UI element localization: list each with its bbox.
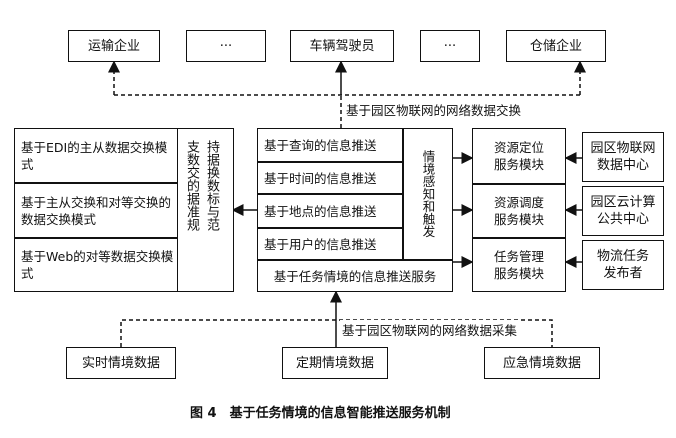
warehouse-enterprise-box: 仓储企业 [506, 30, 606, 62]
network-collect-label: 基于园区物联网的网络数据采集 [340, 320, 520, 339]
park-iot-data-center: 园区物联网数据中心 [582, 132, 664, 182]
push-by-user: 基于用户的信息推送 [257, 228, 403, 260]
vehicle-driver-box: 车辆驾驶员 [290, 30, 394, 62]
transport-enterprise-box: 运输企业 [68, 30, 160, 62]
figure-caption: 图 4 基于任务情境的信息智能推送服务机制 [190, 406, 451, 421]
task-context-push-service: 基于任务情境的信息推送服务 [257, 260, 453, 292]
context-trigger-box: 情境感知和触发 [403, 128, 453, 260]
resource-dispatch-module: 资源调度服务模块 [472, 184, 566, 238]
emergency-context-data: 应急情境数据 [484, 347, 600, 379]
ellipsis-box-2: ··· [420, 30, 480, 62]
logistics-task-publisher: 物流任务发布者 [582, 240, 664, 290]
standard-text-col2: 持据换数标与范 [204, 140, 219, 231]
realtime-context-data: 实时情境数据 [66, 347, 176, 379]
exchange-mode-edi: 基于EDI的主从数据交换模式 [14, 128, 178, 183]
push-by-location: 基于地点的信息推送 [257, 194, 403, 228]
task-management-module: 任务管理服务模块 [472, 238, 566, 292]
standard-text-col1: 支数交的据准规 [184, 140, 199, 231]
periodic-context-data: 定期情境数据 [282, 347, 388, 379]
ellipsis-box-1: ··· [186, 30, 266, 62]
push-by-query: 基于查询的信息推送 [257, 128, 403, 162]
exchange-mode-hybrid: 基于主从交换和对等交换的数据交换模式 [14, 183, 178, 238]
resource-locate-module: 资源定位服务模块 [472, 128, 566, 184]
park-cloud-public-center: 园区云计算公共中心 [582, 186, 664, 236]
exchange-mode-web: 基于Web的对等数据交换模式 [14, 238, 178, 292]
push-by-time: 基于时间的信息推送 [257, 162, 403, 194]
network-exchange-label: 基于园区物联网的网络数据交换 [344, 100, 524, 119]
